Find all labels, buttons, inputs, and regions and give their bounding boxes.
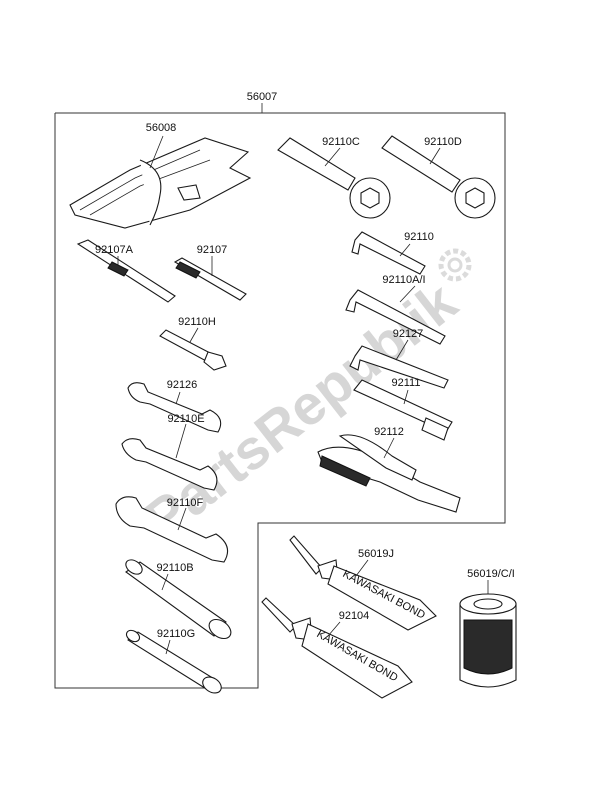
label-hex-key-2: 92127 <box>393 328 424 340</box>
label-assembly: 56007 <box>247 91 278 103</box>
label-screwdriver: 92107 <box>197 244 228 256</box>
label-wrench-f: 92110F <box>167 497 204 509</box>
label-wrench-92126: 92126 <box>167 379 198 391</box>
label-wrench-e: 92110E <box>167 413 204 425</box>
box-wrench-c <box>277 137 391 219</box>
label-spanner-h: 92110H <box>178 316 216 328</box>
small-spanner <box>159 327 227 371</box>
socket-wrench-g <box>125 629 222 694</box>
label-pliers: 92112 <box>374 426 404 438</box>
screwdriver-double <box>76 239 176 303</box>
screwdriver-single <box>173 256 247 301</box>
label-wrench-c: 92110C <box>322 136 360 148</box>
box-wrench-d <box>381 135 496 219</box>
hex-key-ai <box>345 285 446 345</box>
wrench-f <box>115 496 229 563</box>
label-wrench-d: 92110D <box>424 136 462 148</box>
label-socket-b: 92110B <box>156 562 193 574</box>
label-hex-key: 92110 <box>404 231 434 243</box>
hex-key <box>351 231 426 275</box>
label-oil-can: 56019/C/I <box>467 568 515 580</box>
label-tool-bag: 56008 <box>146 122 177 134</box>
socket-wrench-b <box>125 559 232 640</box>
wrench-e <box>121 423 218 491</box>
hex-key-2 <box>349 339 449 389</box>
assembly-frame <box>54 103 506 689</box>
label-hex-key-ai: 92110A/I <box>382 274 425 286</box>
label-bar-92111: 92111 <box>392 377 421 389</box>
pliers <box>317 434 461 513</box>
extension-bar <box>353 379 453 441</box>
label-bond-j: 56019J <box>358 548 394 560</box>
gear-watermark-icon <box>438 248 472 282</box>
label-bond-92104: 92104 <box>339 610 370 622</box>
label-socket-g: 92110G <box>157 628 195 640</box>
label-screwdriver-a: 92107A <box>95 244 134 256</box>
tool-bag <box>69 135 252 229</box>
part-labels: 56007 56008 92110C 92110D 92107A 92107 9… <box>95 91 515 640</box>
wrench-92126 <box>127 382 222 433</box>
oil-can <box>459 580 517 688</box>
